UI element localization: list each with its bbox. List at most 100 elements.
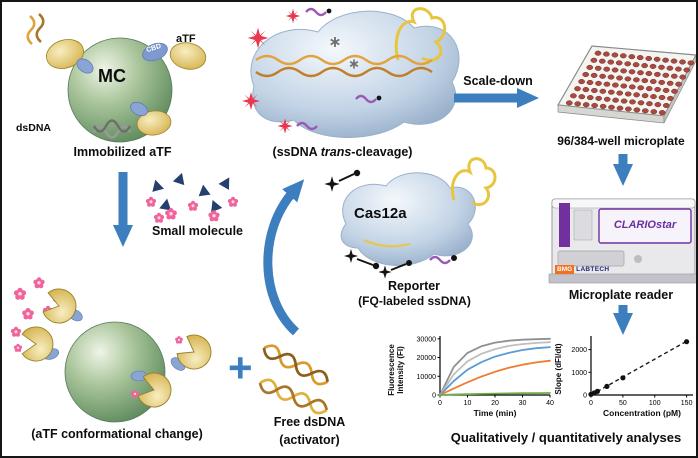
caption-italic-trans: trans bbox=[320, 145, 352, 159]
atf-protein-blob bbox=[46, 39, 84, 69]
trans-cleavage-graphic bbox=[242, 7, 460, 138]
chart2-xlabel: Concentration (pM) bbox=[603, 408, 681, 418]
arrow-activator-to-cleavage bbox=[263, 179, 305, 336]
cbd-linker bbox=[76, 58, 94, 74]
microplate-caption: 96/384-well microplate bbox=[557, 134, 685, 148]
cas12a-label: Cas12a bbox=[354, 205, 407, 222]
cleaved-ssdna-fragment bbox=[305, 7, 327, 17]
plate-wells bbox=[565, 50, 695, 116]
quencher-star-icon bbox=[324, 176, 340, 192]
target-dsdna-strand bbox=[255, 66, 433, 78]
svg-text:2000: 2000 bbox=[571, 347, 587, 354]
quencher-dot-icon bbox=[326, 8, 332, 14]
bmg-labtech-logo: BMG LABTECH bbox=[555, 265, 609, 274]
dna-strand-icon bbox=[26, 15, 36, 45]
svg-text:30000: 30000 bbox=[417, 336, 437, 343]
ligand-triangle-icon bbox=[218, 174, 235, 190]
cbd-linker bbox=[130, 101, 148, 117]
fluorophore-star-icon bbox=[242, 92, 260, 110]
immobilized-atf-caption: Immobilized aTF bbox=[73, 145, 172, 159]
crrna-hairpin-icon bbox=[451, 157, 497, 207]
reader-lid bbox=[551, 198, 696, 209]
conformational-change-caption: (aTF conformational change) bbox=[31, 427, 203, 441]
atf-pacman-icon bbox=[21, 326, 54, 362]
atf-pacman-icon bbox=[42, 288, 77, 324]
svg-text:30: 30 bbox=[519, 400, 527, 407]
reporter-caption-line2: (FQ-labeled ssDNA) bbox=[358, 294, 471, 308]
quencher-star-icon bbox=[378, 265, 392, 279]
fluorophore-star-icon bbox=[277, 118, 293, 134]
trans-cleavage-caption: (ssDNA trans-cleavage) bbox=[250, 145, 435, 159]
quencher-dot-icon bbox=[376, 95, 382, 101]
atf-protein-blob bbox=[169, 42, 207, 70]
reader-panel bbox=[573, 209, 593, 241]
reader-screen bbox=[598, 208, 692, 244]
slope-concentration-chart: 0 50 100 150 0 1000 2000 bbox=[571, 336, 693, 407]
molecule-flower-icon bbox=[208, 210, 220, 222]
ligand-triangle-icon bbox=[149, 178, 164, 192]
bmg-logo-badge: BMG bbox=[555, 265, 575, 274]
svg-text:100: 100 bbox=[649, 400, 661, 407]
svg-text:20000: 20000 bbox=[417, 355, 437, 362]
cas12a-graphic bbox=[340, 157, 497, 266]
reader-drawer bbox=[557, 250, 625, 267]
molecule-flower-icon bbox=[153, 212, 165, 223]
cas12a-complex-blob bbox=[250, 10, 460, 138]
molecule-flower-icon bbox=[165, 208, 177, 220]
cbd-linker bbox=[142, 42, 168, 62]
analyses-caption: Qualitatively / quantitatively analyses bbox=[450, 430, 682, 445]
atf-protein-blob bbox=[136, 110, 172, 136]
svg-text:0: 0 bbox=[438, 400, 442, 407]
dsdna-coil bbox=[92, 119, 132, 133]
cleaved-ssdna-fragment bbox=[355, 94, 377, 104]
chart1-xlabel: Time (min) bbox=[473, 408, 517, 418]
molecule-flower-icon bbox=[227, 196, 239, 207]
dna-strand-icon bbox=[35, 13, 45, 43]
molecule-flower-icon bbox=[145, 196, 157, 207]
reporter-graphic bbox=[324, 169, 457, 279]
reader-purple-stripe bbox=[559, 203, 570, 247]
small-molecule-label: Small molecule bbox=[151, 224, 243, 238]
mc-label: MC bbox=[98, 66, 126, 86]
svg-text:0: 0 bbox=[589, 400, 593, 407]
ligand-triangle-icon bbox=[172, 170, 188, 186]
caption-suffix: -cleavage) bbox=[351, 145, 413, 159]
svg-text:0: 0 bbox=[432, 393, 436, 400]
fluorophore-star-icon bbox=[285, 8, 301, 24]
scale-down-label: Scale-down bbox=[463, 74, 533, 88]
crrna-strand bbox=[363, 238, 411, 248]
microplate-reader-caption: Microplate reader bbox=[568, 288, 674, 302]
target-dsdna-strand bbox=[255, 54, 433, 66]
immobilized-atf-graphic bbox=[26, 13, 207, 143]
labtech-logo-text: LABTECH bbox=[576, 266, 610, 273]
reader-base bbox=[548, 273, 696, 284]
svg-text:20: 20 bbox=[491, 400, 499, 407]
svg-text:1000: 1000 bbox=[571, 370, 587, 377]
atf-pacman-icon bbox=[137, 372, 172, 408]
reporter-dot-icon bbox=[372, 262, 380, 270]
svg-text:50: 50 bbox=[619, 400, 627, 407]
reporter-caption-line1: Reporter bbox=[387, 279, 441, 293]
free-dsdna-caption-line1: Free dsDNA bbox=[273, 415, 346, 429]
caption-prefix: (ssDNA bbox=[272, 145, 321, 159]
cleaved-ssdna-fragment bbox=[296, 121, 318, 131]
quencher-star-icon bbox=[344, 249, 358, 263]
microplate-graphic bbox=[557, 45, 696, 124]
svg-text:40: 40 bbox=[546, 400, 554, 407]
svg-text:10: 10 bbox=[464, 400, 472, 407]
conformational-change-graphic bbox=[10, 277, 212, 423]
svg-text:0: 0 bbox=[583, 393, 587, 400]
fluorophore-star-icon bbox=[247, 27, 269, 49]
chart1-ylabel: Fluorescence Intensity (FI) bbox=[387, 344, 406, 396]
crrna-hairpin-icon bbox=[394, 7, 447, 62]
svg-text:150: 150 bbox=[681, 400, 693, 407]
clariostar-screen-label: CLARIOstar bbox=[613, 219, 677, 231]
ligand-triangle-icon bbox=[207, 197, 223, 213]
reporter-dot-icon bbox=[353, 169, 361, 177]
chart2-ylabel: Slope (dFI/dt) bbox=[554, 343, 563, 395]
cas12a-protein-blob bbox=[340, 172, 476, 266]
free-dsdna-graphic bbox=[258, 344, 329, 415]
